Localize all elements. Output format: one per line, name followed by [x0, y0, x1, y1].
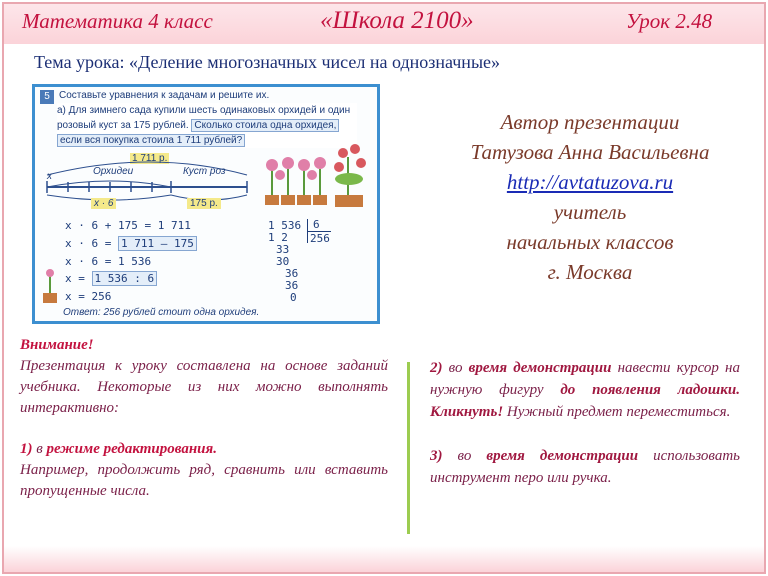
task-suffix: если вся покупка стоила 1 711 рублей?	[57, 134, 246, 147]
exercise-answer: Ответ: 256 рублей стоит одна орхидея.	[63, 307, 260, 318]
rose-price: 175 р.	[187, 198, 221, 209]
equation-4-left: x =	[65, 272, 92, 285]
author-title: Автор презентации	[500, 110, 680, 134]
bottom-band	[4, 546, 764, 572]
division-step: 0	[290, 291, 297, 304]
equation-2-box: 1 711 – 175	[117, 236, 197, 251]
exercise-heading: Составьте уравнения к задачам и решите и…	[59, 90, 270, 101]
division-dividend: 1 536	[268, 219, 302, 232]
division-quotient: 256	[310, 232, 330, 245]
equation-2-left: x · 6 =	[65, 237, 118, 250]
author-name: Татузова Анна Васильевна	[470, 140, 710, 164]
note-item-1: 1) в режиме редактирования.	[20, 439, 388, 460]
division-step: 36	[285, 279, 299, 292]
division-divisor: 6	[313, 218, 320, 231]
note-item-2: 2) во время демонстрации навести курсор …	[430, 357, 740, 423]
division-step: 33	[276, 243, 290, 256]
note-item-1-text: Например, продолжить ряд, сравнить или в…	[20, 462, 388, 499]
x-times-label: x · 6	[91, 198, 117, 209]
author-position: учитель	[553, 200, 627, 224]
notes-right: 2) во время демонстрации навести курсор …	[430, 357, 740, 489]
column-divider	[407, 362, 410, 534]
school-title: «Школа 2100»	[320, 7, 474, 34]
note-item-3-prefix: во	[442, 448, 487, 464]
equation-5: x = 256	[65, 290, 112, 303]
note-item-3: 3) во время демонстрации использовать ин…	[430, 445, 740, 489]
note-item-2-tail: Нужный предмет переместиться.	[503, 404, 731, 420]
segment-diagram	[46, 161, 248, 201]
rose-label: Куст роз	[183, 166, 226, 177]
equation-3: x · 6 = 1 536	[65, 255, 152, 268]
note-item-3-number: 3)	[430, 448, 443, 464]
exercise-number: 5	[40, 90, 54, 104]
equation-2: x · 6 = 1 711 – 175	[65, 236, 197, 251]
division-line	[307, 231, 331, 232]
equation-4: x = 1 536 : 6	[65, 271, 158, 286]
equation-1: x · 6 + 175 = 1 711	[65, 219, 191, 232]
lesson-topic: Тема урока: «Деление многозначных чисел …	[34, 52, 501, 72]
orchid-pots-illustration	[265, 144, 366, 207]
note-item-3-bold: время демонстрации	[486, 448, 639, 464]
orchids-label: Орхидеи	[93, 166, 134, 177]
flower-pot-illustration	[43, 269, 57, 303]
author-website-link[interactable]: http://avtatuzova.ru	[506, 170, 674, 194]
division-step: 30	[276, 255, 290, 268]
textbook-image: 5 Составьте уравнения к задачам и решите…	[32, 84, 380, 324]
task-question: Сколько стоила одна орхидея,	[191, 119, 340, 132]
note-item-2-bold-2: до появления ладошки. Кликнуть!	[430, 382, 740, 420]
header-band	[4, 4, 764, 44]
note-item-1-mode: режиме редактирования.	[46, 441, 217, 457]
total-label: 1 711 р.	[130, 153, 170, 164]
note-item-1-prefix: в	[32, 441, 47, 457]
note-item-2-prefix: во	[442, 360, 469, 376]
equation-4-box: 1 536 : 6	[91, 271, 158, 286]
attention-heading: Внимание!	[20, 337, 94, 353]
note-item-2-bold: время демонстрации	[468, 360, 612, 376]
lesson-number: Урок 2.48	[626, 9, 713, 33]
spacer	[430, 423, 740, 445]
notes-left: Внимание! Презентация к уроку составлена…	[20, 335, 388, 502]
note-item-1-number: 1)	[20, 441, 33, 457]
x-label: x	[47, 171, 52, 182]
author-city: г. Москва	[547, 260, 633, 284]
author-classes: начальных классов	[506, 230, 674, 254]
note-item-3-tail: использовать инструмент перо или ручка.	[430, 448, 740, 486]
division-step: 1 2	[268, 231, 288, 244]
exercise-task: а) Для зимнего сада купили шесть одинако…	[57, 103, 357, 148]
notes-intro: Презентация к уроку составлена на основе…	[20, 358, 388, 416]
author-block: Автор презентации Татузова Анна Васильев…	[420, 110, 760, 290]
subject-title: Математика 4 класс	[22, 9, 213, 33]
note-item-2-mid: навести курсор на нужную фигуру	[430, 360, 741, 398]
spacer	[20, 419, 388, 439]
note-item-2-number: 2)	[430, 360, 443, 376]
task-prefix: а) Для зимнего сада купили шесть одинако…	[57, 105, 351, 131]
division-step: 36	[285, 267, 299, 280]
